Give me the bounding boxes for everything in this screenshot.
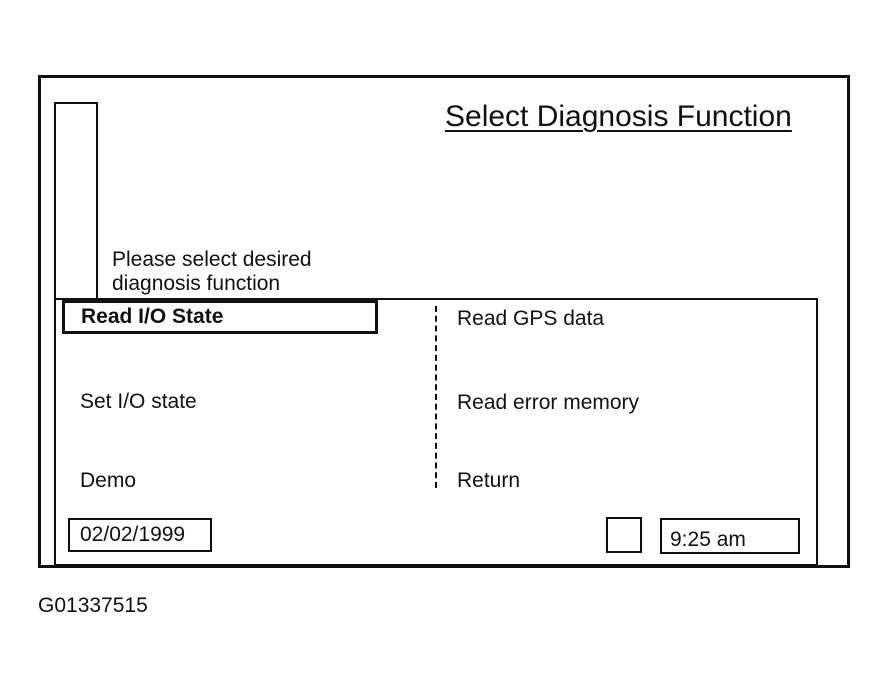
menu-panel [54, 298, 818, 566]
menu-item-read-gps-data[interactable]: Read GPS data [457, 307, 605, 330]
menu-item-read-error-memory[interactable]: Read error memory [457, 391, 640, 414]
figure-id: G01337515 [38, 594, 148, 617]
menu-item-return[interactable]: Return [457, 469, 521, 492]
menu-item-set-io-state[interactable]: Set I/O state [80, 390, 197, 413]
page-title: Select Diagnosis Function [445, 100, 792, 133]
menu-item-demo[interactable]: Demo [80, 469, 137, 492]
status-indicator-box [606, 517, 642, 553]
screen-frame [38, 75, 850, 568]
prompt-line-1: Please select desired [112, 248, 312, 271]
prompt-line-2: diagnosis function [112, 272, 281, 295]
date-display: 02/02/1999 [68, 518, 212, 552]
prompt-text: Please select desired diagnosis function [112, 248, 312, 296]
menu-divider [435, 306, 437, 488]
time-display: 9:25 am [660, 518, 800, 554]
side-strip [54, 102, 98, 300]
menu-item-read-io-state[interactable]: Read I/O State [62, 300, 378, 334]
